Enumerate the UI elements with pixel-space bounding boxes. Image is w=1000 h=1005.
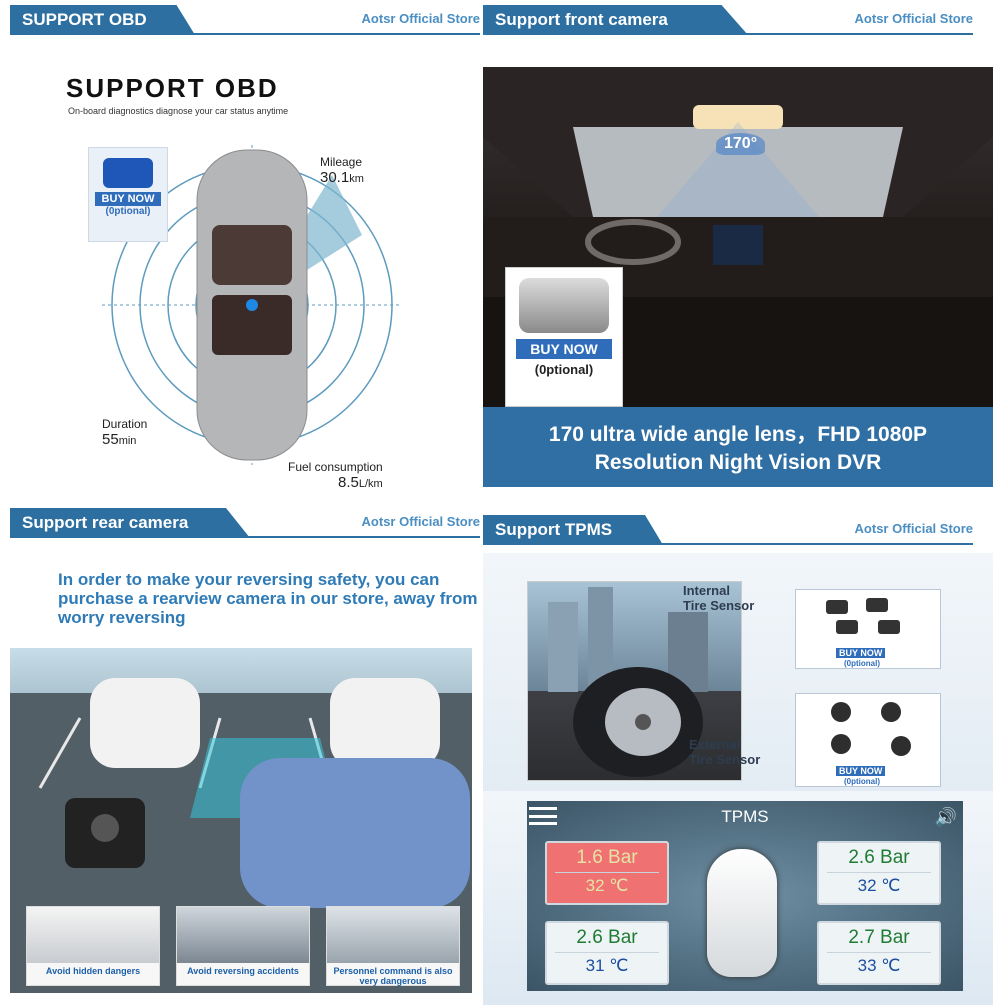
banner-line [483, 33, 973, 35]
tire-rear-right: 2.7 Bar 33 ℃ [817, 921, 941, 985]
mileage-metric: Mileage 30.1km [320, 155, 364, 186]
banner-line [10, 536, 480, 538]
tpms-banner: Support TPMS Aotsr Official Store [483, 515, 993, 545]
thumb-image [177, 907, 309, 963]
front-banner: Support front camera Aotsr Official Stor… [483, 5, 993, 35]
front-camera-panel: Support front camera Aotsr Official Stor… [483, 5, 993, 495]
radar-diagram [102, 145, 402, 465]
internal-line-2: Tire Sensor [683, 598, 755, 613]
duration-unit: min [118, 435, 137, 447]
buy-now-button[interactable]: BUY NOW [95, 192, 161, 206]
tpms-title: TPMS [721, 807, 769, 826]
internal-sensor-box[interactable]: BUY NOW (0ptional) [795, 589, 941, 669]
thumb-label: Avoid hidden dangers [45, 966, 141, 976]
speaker-icon[interactable]: 🔊 [934, 807, 957, 827]
obd-buy-box[interactable]: BUY NOW (0ptional) [88, 147, 168, 242]
duration-metric: Duration 55min [102, 417, 147, 448]
front-caption: 170 ultra wide angle lens，FHD 1080P Reso… [483, 407, 993, 487]
external-sensor-box[interactable]: BUY NOW (0ptional) [795, 693, 941, 787]
store-name: Aotsr Official Store [361, 514, 480, 529]
tire-city-photo [527, 581, 742, 781]
view-angle-badge: 170° [716, 133, 766, 155]
duration-value: 55 [102, 431, 119, 448]
mileage-label: Mileage [320, 155, 363, 169]
rear-banner: Support rear camera Aotsr Official Store [10, 508, 500, 538]
store-name: Aotsr Official Store [854, 11, 973, 26]
front-cam-buy-box[interactable]: BUY NOW (0ptional) [505, 267, 623, 407]
external-sensor-label: External Tire Sensor [689, 737, 760, 767]
divider [555, 952, 659, 953]
internal-sensor-label: Internal Tire Sensor [683, 583, 754, 613]
thumb-reversing-accidents: Avoid reversing accidents [176, 906, 310, 986]
tpms-header: TPMS 🔊 [527, 801, 963, 831]
tpms-panel: Support TPMS Aotsr Official Store Intern… [483, 515, 993, 1005]
tire-illustration [548, 587, 708, 777]
thumb-label: Avoid reversing accidents [187, 966, 299, 976]
divider [555, 872, 659, 873]
fuel-metric: Fuel consumption 8.5L/km [288, 460, 383, 491]
mileage-unit: km [349, 173, 364, 185]
tire-temperature: 32 ℃ [585, 876, 629, 895]
caption-line-2: Resolution Night Vision DVR [594, 451, 882, 474]
thumb-image [327, 907, 459, 963]
banner-title: SUPPORT OBD [10, 5, 195, 35]
caption-line-1: 170 ultra wide angle lens，FHD 1080P [548, 423, 928, 446]
store-name: Aotsr Official Store [854, 521, 973, 536]
tire-front-right: 2.6 Bar 32 ℃ [817, 841, 941, 905]
obd-device-image [103, 158, 153, 188]
tire-temperature: 33 ℃ [857, 956, 901, 975]
duration-label: Duration [102, 417, 148, 431]
optional-label: (0ptional) [105, 206, 151, 217]
internal-sensor-image [826, 598, 900, 634]
tire-front-left: 1.6 Bar 32 ℃ [545, 841, 669, 905]
tire-pressure: 2.7 Bar [848, 927, 910, 948]
fuel-value: 8.5 [338, 474, 359, 491]
thumb-personnel-command: Personnel command is also very dangerous [326, 906, 460, 986]
fuel-unit: L/km [358, 478, 383, 490]
mileage-value: 30.1 [320, 169, 350, 186]
external-line-1: External [689, 737, 741, 752]
obd-banner: SUPPORT OBD Aotsr Official Store [10, 5, 500, 35]
banner-title: Support front camera [483, 5, 748, 35]
tpms-screen: TPMS 🔊 1.6 Bar 32 ℃ 2.6 Bar 32 ℃ 2.6 Bar… [527, 801, 963, 991]
banner-title: Support rear camera [10, 508, 250, 538]
fuel-label: Fuel consumption [288, 460, 383, 474]
car-top-view [707, 849, 777, 977]
optional-label: (0ptional) [534, 362, 594, 377]
obd-subtitle: On-board diagnostics diagnose your car s… [68, 106, 289, 116]
external-sensor-image [831, 702, 911, 756]
tire-temperature: 32 ℃ [857, 876, 901, 895]
dashcam-image [519, 278, 609, 333]
banner-line [10, 33, 480, 35]
thumb-label: Personnel command is also very dangerous [333, 966, 453, 986]
thumb-image [27, 907, 159, 963]
obd-panel: SUPPORT OBD Aotsr Official Store SUPPORT… [10, 5, 500, 495]
tire-temperature: 31 ℃ [585, 956, 629, 975]
banner-title: Support TPMS [483, 515, 663, 545]
menu-icon[interactable] [529, 807, 557, 825]
buy-now-button[interactable]: BUY NOW [836, 648, 886, 658]
optional-label: (0ptional) [844, 659, 880, 668]
buy-now-button[interactable]: BUY NOW [516, 339, 612, 359]
tire-pressure: 2.6 Bar [576, 927, 638, 948]
optional-label: (0ptional) [844, 777, 880, 786]
buy-now-button[interactable]: BUY NOW [836, 766, 886, 776]
store-name: Aotsr Official Store [361, 11, 480, 26]
rear-camera-panel: Support rear camera Aotsr Official Store… [10, 508, 500, 998]
obd-title: SUPPORT OBD [66, 73, 279, 103]
tire-rear-left: 2.6 Bar 31 ℃ [545, 921, 669, 985]
banner-line [483, 543, 973, 545]
divider [827, 872, 931, 873]
tire-pressure: 2.6 Bar [848, 847, 910, 868]
external-line-2: Tire Sensor [689, 752, 761, 767]
rear-headline: In order to make your reversing safety, … [58, 570, 478, 627]
divider [827, 952, 931, 953]
internal-line-1: Internal [683, 583, 730, 598]
tire-pressure: 1.6 Bar [576, 847, 638, 868]
thumb-hidden-dangers: Avoid hidden dangers [26, 906, 160, 986]
